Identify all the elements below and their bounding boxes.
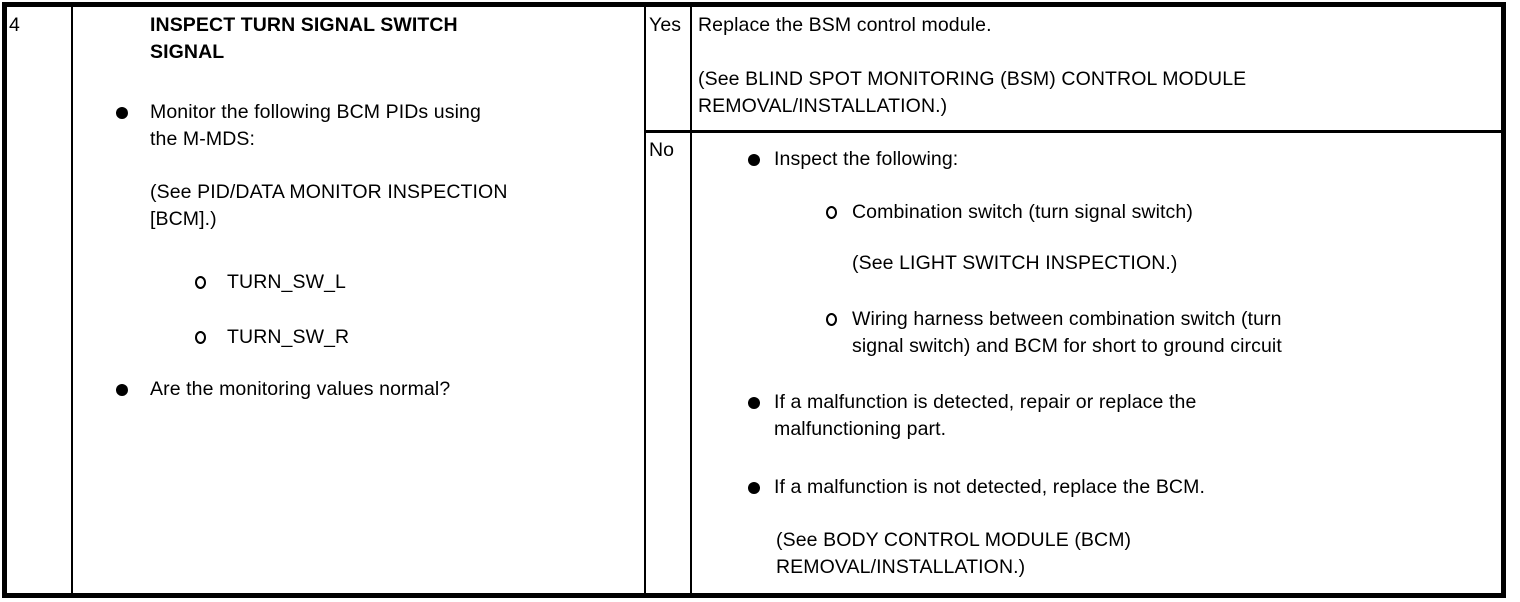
inspection-title: INSPECT TURN SIGNAL SWITCH SIGNAL <box>150 14 458 63</box>
row-divider-yes-no <box>644 130 1501 133</box>
no-inspect-following: Inspect the following: <box>774 148 959 170</box>
hollow-bullet-icon <box>826 206 837 219</box>
filled-bullet-icon <box>116 384 128 396</box>
no-bcm-reference: (See BODY CONTROL MODULE (BCM) REMOVAL/I… <box>776 529 1132 578</box>
hollow-bullet-icon <box>195 331 206 344</box>
pid-turn-sw-r: TURN_SW_R <box>227 326 350 348</box>
filled-bullet-icon <box>748 482 760 494</box>
pid-turn-sw-l: TURN_SW_L <box>227 271 347 293</box>
yes-label: Yes <box>649 14 682 36</box>
hollow-bullet-icon <box>826 313 837 326</box>
yes-bsm-reference: (See BLIND SPOT MONITORING (BSM) CONTROL… <box>698 68 1247 117</box>
pid-monitor-reference: (See PID/DATA MONITOR INSPECTION [BCM].) <box>150 181 508 230</box>
column-divider-verdict <box>644 7 646 593</box>
column-divider-action <box>690 7 692 593</box>
table-border <box>2 2 1506 598</box>
no-malfunction-not-detected: If a malfunction is not detected, replac… <box>774 476 1205 498</box>
yes-action-text: Replace the BSM control module. <box>698 14 992 36</box>
monitoring-question: Are the monitoring values normal? <box>150 378 451 400</box>
no-label: No <box>649 139 675 161</box>
no-light-switch-reference: (See LIGHT SWITCH INSPECTION.) <box>852 252 1178 274</box>
hollow-bullet-icon <box>195 276 206 289</box>
filled-bullet-icon <box>748 397 760 409</box>
column-divider-step <box>71 7 73 593</box>
filled-bullet-icon <box>116 107 128 119</box>
step-number: 4 <box>9 14 20 36</box>
no-malfunction-detected: If a malfunction is detected, repair or … <box>774 391 1197 440</box>
monitor-instruction: Monitor the following BCM PIDs using the… <box>150 101 481 150</box>
no-combination-switch: Combination switch (turn signal switch) <box>852 201 1193 223</box>
no-wiring-harness: Wiring harness between combination switc… <box>852 308 1282 357</box>
filled-bullet-icon <box>748 154 760 166</box>
